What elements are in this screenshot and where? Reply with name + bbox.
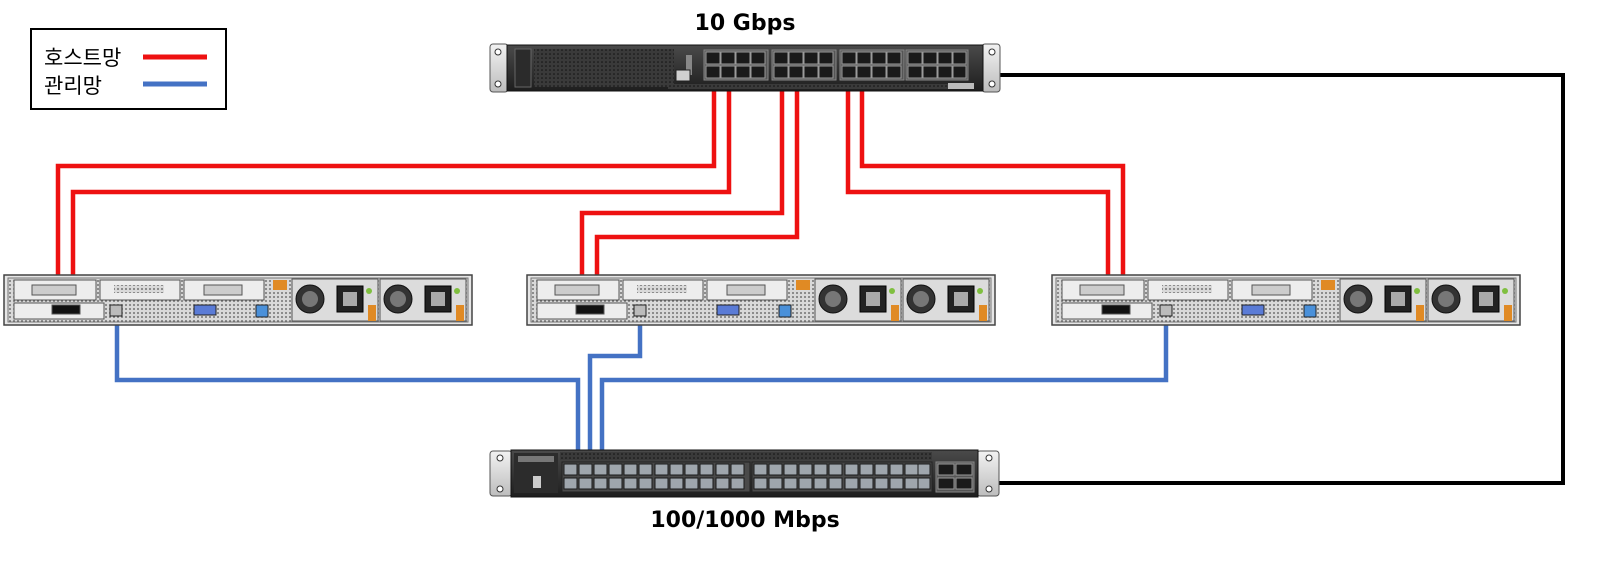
mgmt-cable-3 xyxy=(599,310,1169,465)
server-3 xyxy=(1051,274,1521,326)
mgmt-cable-2 xyxy=(587,310,643,465)
sfp-port-icon xyxy=(575,304,605,315)
host-cable-3a xyxy=(845,76,1111,310)
server-1 xyxy=(3,274,473,326)
legend-box xyxy=(30,28,227,110)
bottom-switch-speed-label: 100/1000 Mbps xyxy=(650,508,839,533)
uplink-sfp-ports xyxy=(935,461,975,493)
top-switch-speed-label: 10 Gbps xyxy=(695,11,796,36)
rj45-port-icon xyxy=(1159,304,1173,317)
mgmt-port-icon xyxy=(675,69,691,82)
host-network-cables xyxy=(55,76,1126,310)
host-cable-3b xyxy=(859,76,1126,310)
mgmt-cable-1 xyxy=(114,310,581,465)
host-cable-2a xyxy=(579,76,785,310)
legend-host-label: 호스트망 xyxy=(44,46,121,70)
rj45-port-bank xyxy=(561,461,933,493)
management-network-cables xyxy=(114,310,1169,465)
host-cable-1a xyxy=(55,76,717,310)
top-switch xyxy=(489,43,1001,93)
legend: 호스트망 관리망 xyxy=(30,28,227,110)
bottom-switch xyxy=(489,449,1000,498)
host-cable-1b xyxy=(70,76,732,310)
sfp-port-icon xyxy=(51,304,81,315)
legend-mgmt-label: 관리망 xyxy=(44,74,102,98)
host-cable-2b xyxy=(594,76,800,310)
server-2 xyxy=(526,274,996,326)
rj45-port-icon xyxy=(109,304,123,317)
rj45-port-icon xyxy=(633,304,647,317)
sfp-port-bank xyxy=(703,49,969,81)
sfp-port-icon xyxy=(1101,304,1131,315)
switch-uplink-cable xyxy=(955,73,1565,485)
